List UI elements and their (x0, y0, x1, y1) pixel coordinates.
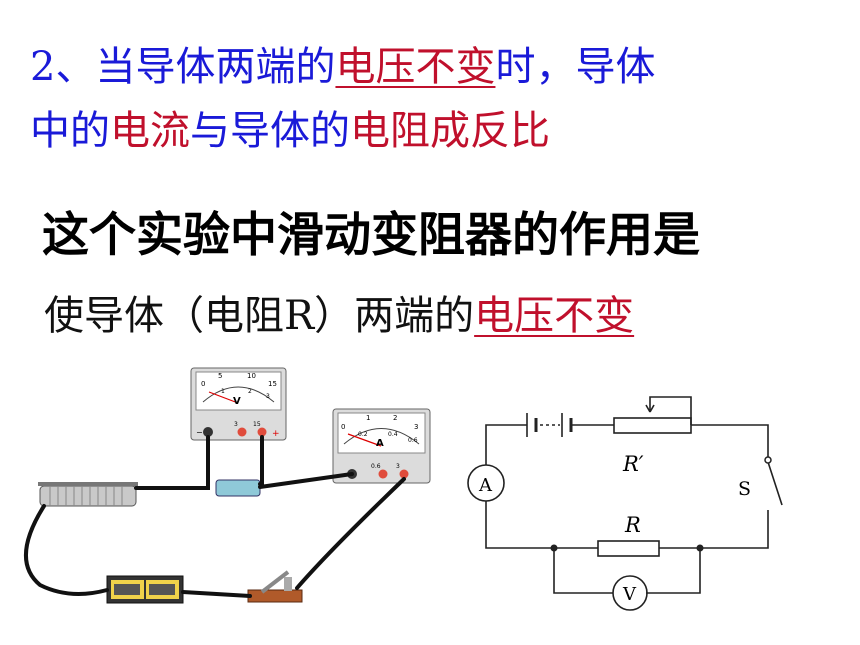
voltmeter-letter: V (233, 396, 241, 407)
conclusion-line-1: 2、当导体两端的电压不变时，导体 (30, 34, 655, 92)
voltmeter-scale-15: 15 (268, 380, 277, 388)
conclusion-part-1: 中的 (30, 108, 110, 154)
voltmeter-inner-2: 2 (248, 388, 252, 395)
voltmeter-inner-1: 1 (221, 388, 225, 395)
ammeter-letter: A (376, 438, 384, 449)
voltmeter-terminal-3: 3 (234, 421, 238, 428)
voltmeter-scale-10: 10 (247, 372, 256, 380)
ammeter-scale-3: 3 (414, 423, 418, 431)
battery-pack-device (106, 575, 184, 604)
resistor-device (215, 479, 261, 497)
voltmeter-device: 0 5 10 15 1 2 3 V − 3 15 + (190, 367, 287, 441)
conclusion-voltage-constant: 电压不变 (335, 44, 496, 90)
circuit-resistor-label: R (624, 513, 641, 537)
voltmeter-plus: + (272, 429, 280, 439)
answer-line: 使导体（电阻R）两端的电压不变 (44, 283, 634, 341)
ammeter-inner-02: 0.2 (358, 431, 368, 438)
ammeter-inner-06: 0.6 (408, 437, 418, 444)
ammeter-terminal-06: 0.6 (371, 463, 381, 470)
ammeter-scale-2: 2 (393, 414, 397, 422)
rheostat-device (38, 482, 138, 507)
voltmeter-scale-5: 5 (218, 372, 222, 380)
ammeter-scale-1: 1 (366, 414, 370, 422)
conclusion-prefix: 2、当导体两端的 (30, 44, 336, 90)
circuit-switch-label: S (738, 478, 751, 500)
ammeter-device: 0 1 2 3 0.2 0.4 0.6 A 0.6 3 (332, 408, 431, 484)
ammeter-inner-04: 0.4 (388, 431, 398, 438)
ammeter-terminal-3: 3 (396, 463, 400, 470)
conclusion-line-2: 中的电流与导体的电阻成反比 (30, 98, 550, 156)
question-text: 这个实验中滑动变阻器的作用是 (42, 208, 700, 263)
knife-switch-device (247, 570, 303, 603)
voltmeter-scale-0: 0 (201, 380, 205, 388)
voltmeter-terminal-15: 15 (253, 421, 261, 428)
conclusion-current: 电流 (110, 108, 190, 154)
conclusion-suffix: 时，导体 (495, 44, 656, 90)
ammeter-scale-0: 0 (341, 423, 345, 431)
circuit-voltmeter-label: V (622, 584, 637, 605)
answer-prefix: 使导体（电阻R）两端的 (44, 293, 475, 339)
conclusion-resistance: 电阻 (350, 108, 430, 154)
conclusion-part-3: 与导体的 (190, 108, 350, 154)
circuit-rheostat-label: R′ (622, 452, 644, 476)
circuit-schematic (467, 396, 783, 611)
conclusion-inverse: 成反比 (430, 108, 550, 154)
voltmeter-minus: − (196, 428, 203, 437)
circuit-ammeter-label: A (478, 475, 493, 496)
apparatus-wires (24, 435, 406, 598)
answer-voltage-constant: 电压不变 (474, 293, 635, 339)
voltmeter-inner-3: 3 (266, 393, 270, 400)
